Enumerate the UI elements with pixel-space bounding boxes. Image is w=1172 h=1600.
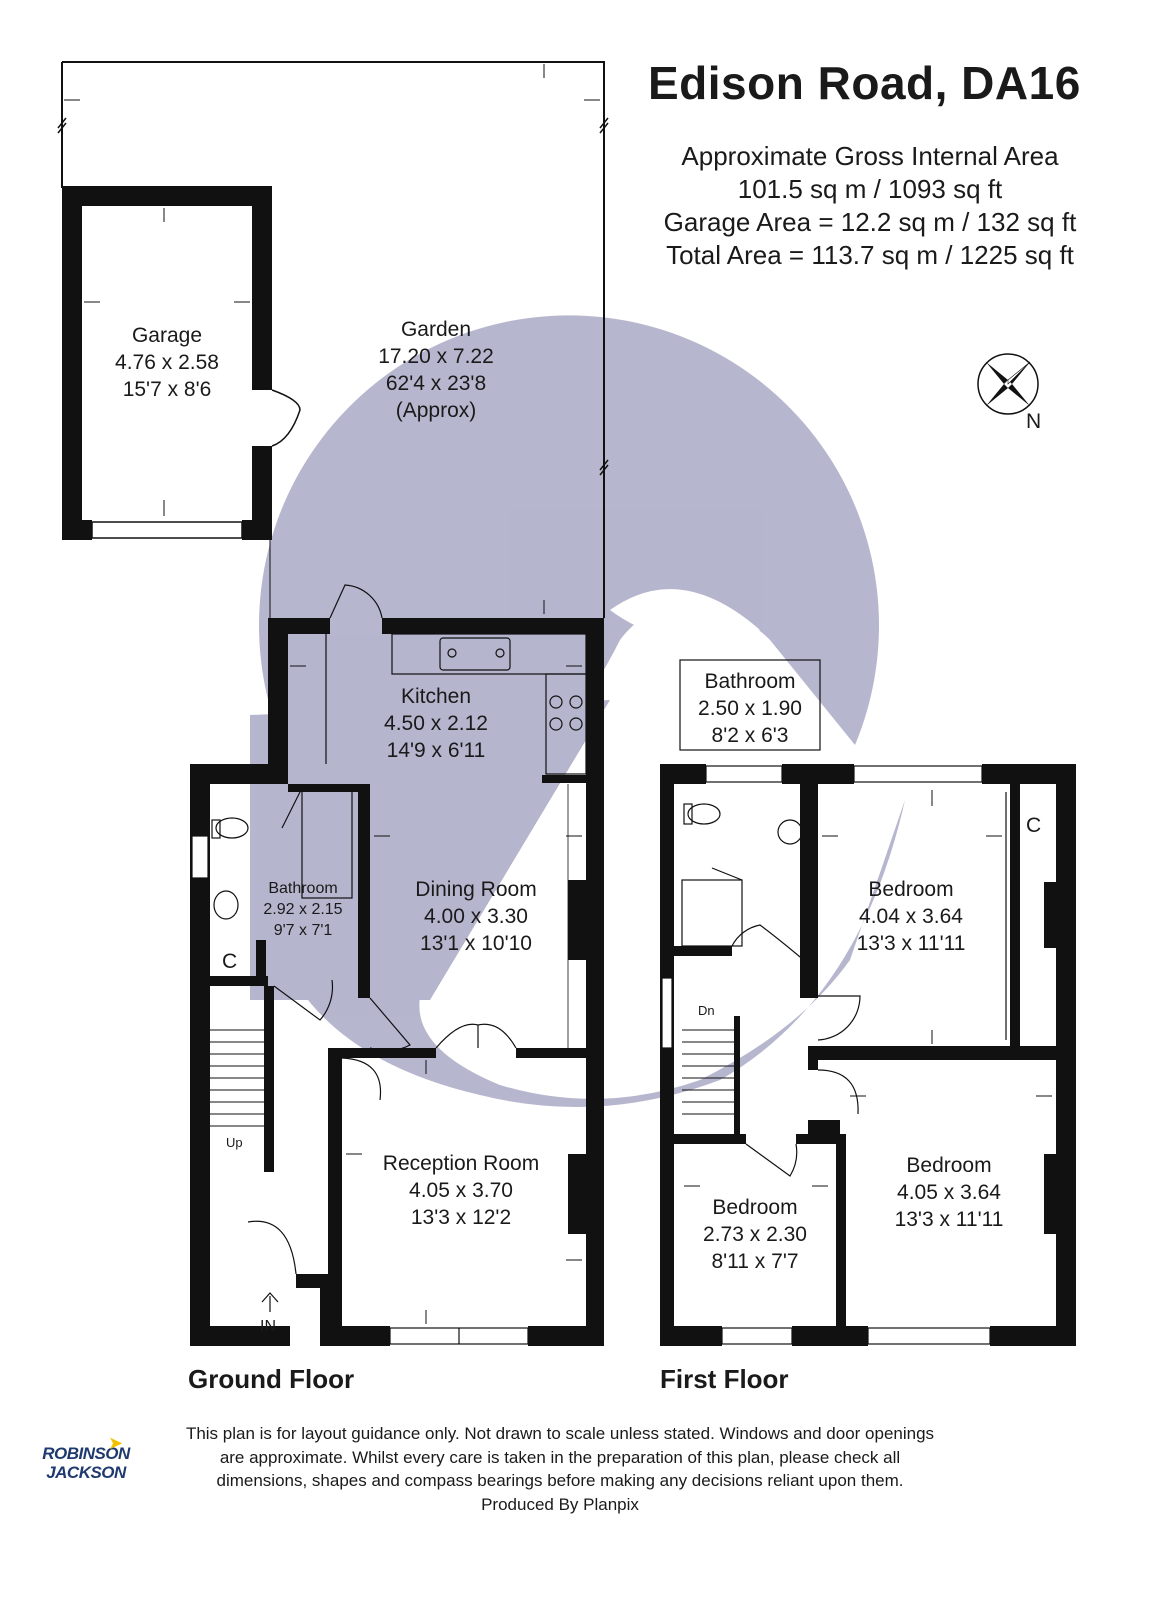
room-metric: 4.05 x 3.70 <box>409 1179 513 1202</box>
room-metric: 4.00 x 3.30 <box>424 905 528 928</box>
room-name: Bathroom <box>268 880 338 897</box>
producer-credit: Produced By Planpix <box>481 1494 639 1514</box>
entrance-label: IN <box>260 1318 276 1335</box>
floor-label-first: First Floor <box>660 1364 789 1394</box>
room-metric: 4.50 x 2.12 <box>384 712 488 735</box>
room-label-bedroom-3: Bedroom 2.73 x 2.30 8'11 x 7'7 <box>690 1194 820 1275</box>
first-floor-fixtures <box>661 659 1013 1345</box>
room-name: Bedroom <box>868 878 954 901</box>
room-note: (Approx) <box>395 399 477 422</box>
room-name: Bedroom <box>906 1154 992 1177</box>
room-imperial: 14'9 x 6'11 <box>386 739 486 762</box>
disclaimer-line: This plan is for layout guidance only. N… <box>185 1424 935 1443</box>
property-title: Edison Road, DA16 <box>648 57 1081 109</box>
room-metric: 4.04 x 3.64 <box>859 905 963 928</box>
room-name: Dining Room <box>415 878 537 901</box>
disclaimer-line: are approximate. Whilst every care is ta… <box>219 1447 901 1467</box>
break-marks <box>57 117 609 476</box>
disclaimer: This plan is for layout guidance only. N… <box>120 1422 1000 1516</box>
room-label-ground-bathroom: Bathroom 2.92 x 2.15 9'7 x 7'1 <box>252 878 354 941</box>
logo-line-2: JACKSON <box>46 1463 126 1482</box>
room-label-kitchen: Kitchen 4.50 x 2.12 14'9 x 6'11 <box>366 683 506 764</box>
area-summary: Approximate Gross Internal Area 101.5 sq… <box>640 140 1100 272</box>
room-name: Kitchen <box>400 685 472 708</box>
compass-icon <box>977 353 1039 415</box>
disclaimer-line: dimensions, shapes and compass bearings … <box>216 1471 904 1490</box>
room-imperial: 13'3 x 11'11 <box>894 1208 1004 1231</box>
room-imperial: 13'3 x 12'2 <box>410 1206 512 1229</box>
entrance-arrow-icon <box>261 1292 279 1312</box>
room-label-first-bathroom: Bathroom 2.50 x 1.90 8'2 x 6'3 <box>680 668 820 749</box>
watermark-logo <box>250 315 905 1108</box>
room-label-garden: Garden 17.20 x 7.22 62'4 x 23'8 (Approx) <box>356 316 516 424</box>
logo-swoosh-icon: ➤ <box>108 1433 123 1453</box>
room-label-reception-room: Reception Room 4.05 x 3.70 13'3 x 12'2 <box>366 1150 556 1231</box>
cupboard-marker-first: C <box>1026 814 1042 837</box>
area-line-internal: 101.5 sq m / 1093 sq ft <box>737 174 1003 204</box>
room-label-garage: Garage 4.76 x 2.58 15'7 x 8'6 <box>92 322 242 403</box>
room-name: Bathroom <box>704 670 796 693</box>
room-name: Garage <box>131 324 203 347</box>
room-imperial: 13'3 x 11'11 <box>856 932 966 955</box>
ground-floor-fixtures <box>191 584 587 1345</box>
room-metric: 2.73 x 2.30 <box>703 1223 807 1246</box>
ground-floor-walls <box>190 618 604 1346</box>
room-name: Bedroom <box>712 1196 798 1219</box>
floor-label-ground: Ground Floor <box>188 1364 355 1394</box>
room-metric: 17.20 x 7.22 <box>378 345 494 368</box>
cupboard-marker-ground: C <box>222 950 238 973</box>
area-line-heading: Approximate Gross Internal Area <box>681 141 1059 171</box>
room-label-bedroom-2: Bedroom 4.05 x 3.64 13'3 x 11'11 <box>874 1152 1024 1233</box>
room-imperial: 9'7 x 7'1 <box>273 922 333 939</box>
room-imperial: 62'4 x 23'8 <box>385 372 487 395</box>
logo-line-1: ROBINSON <box>42 1444 130 1463</box>
agency-logo: ➤ ROBINSON JACKSON <box>38 1434 134 1483</box>
stairs-up-label: Up <box>226 1135 243 1150</box>
area-line-total: Total Area = 113.7 sq m / 1225 sq ft <box>666 240 1074 270</box>
room-imperial: 15'7 x 8'6 <box>122 378 212 401</box>
stairs-down-label: Dn <box>698 1003 715 1018</box>
room-label-dining-room: Dining Room 4.00 x 3.30 13'1 x 10'10 <box>394 876 558 957</box>
area-line-garage: Garage Area = 12.2 sq m / 132 sq ft <box>663 207 1077 237</box>
room-imperial: 8'11 x 7'7 <box>711 1250 799 1273</box>
garden-outline <box>61 61 605 618</box>
garage-walls <box>62 186 272 540</box>
room-imperial: 13'1 x 10'10 <box>420 932 532 955</box>
room-imperial: 8'2 x 6'3 <box>711 724 789 747</box>
room-metric: 2.92 x 2.15 <box>263 901 343 918</box>
room-metric: 4.05 x 3.64 <box>897 1181 1001 1204</box>
room-metric: 2.50 x 1.90 <box>698 697 802 720</box>
dimension-markers <box>64 64 1052 1324</box>
room-name: Garden <box>400 318 472 341</box>
compass-north-label: N <box>1026 410 1042 433</box>
room-metric: 4.76 x 2.58 <box>115 351 219 374</box>
garage-door <box>91 389 301 539</box>
room-label-bedroom-1: Bedroom 4.04 x 3.64 13'3 x 11'11 <box>836 876 986 957</box>
room-name: Reception Room <box>382 1152 540 1175</box>
first-floor-walls <box>660 764 1076 1346</box>
